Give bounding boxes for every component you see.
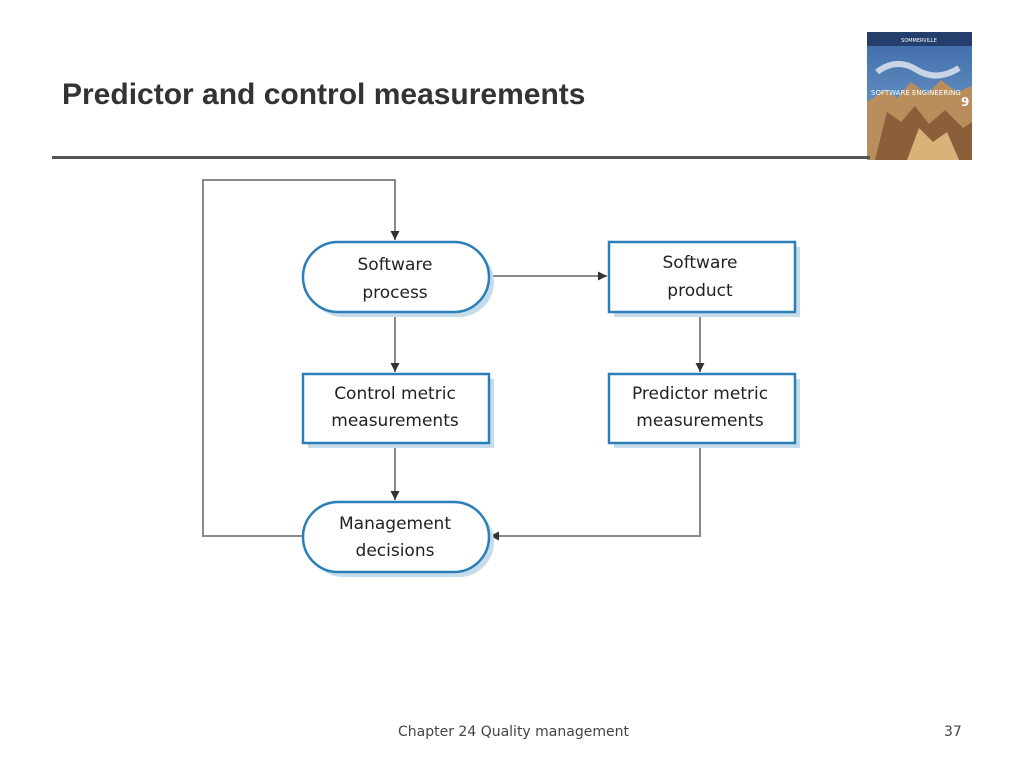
node-software-process: Software process xyxy=(301,240,494,317)
node-control-metric-measurements: Control metric measurements xyxy=(301,372,494,448)
slide-footer: Chapter 24 Quality management xyxy=(398,724,629,740)
node-management-decisions-label-1: Management xyxy=(339,514,451,534)
node-predictor-metric-label-2: measurements xyxy=(636,411,764,431)
node-software-product-label-2: product xyxy=(667,281,733,301)
node-control-metric-label-2: measurements xyxy=(331,411,459,431)
page-number: 37 xyxy=(944,724,962,740)
flow-diagram: Software process Software product Contro… xyxy=(190,170,820,590)
book-edition: 9 xyxy=(961,95,969,109)
book-author: SOMMERVILLE xyxy=(901,38,937,44)
book-cover-image: SOMMERVILLE SOFTWARE ENGINEERING 9 xyxy=(867,32,972,160)
node-management-decisions: Management decisions xyxy=(301,500,494,577)
book-title: SOFTWARE ENGINEERING xyxy=(871,89,961,97)
node-management-decisions-label-2: decisions xyxy=(356,541,435,561)
node-software-product-label-1: Software xyxy=(663,253,738,273)
connector-feedback-loop xyxy=(202,179,400,537)
node-predictor-metric-label-1: Predictor metric xyxy=(632,384,768,404)
connector-predictor-to-decisions xyxy=(490,443,701,541)
node-predictor-metric-measurements: Predictor metric measurements xyxy=(607,372,800,448)
node-software-process-label-1: Software xyxy=(358,255,433,275)
title-divider xyxy=(52,156,870,159)
slide-title: Predictor and control measurements xyxy=(62,78,586,111)
node-software-product: Software product xyxy=(607,240,800,317)
node-software-process-label-2: process xyxy=(362,283,427,303)
node-control-metric-label-1: Control metric xyxy=(334,384,456,404)
